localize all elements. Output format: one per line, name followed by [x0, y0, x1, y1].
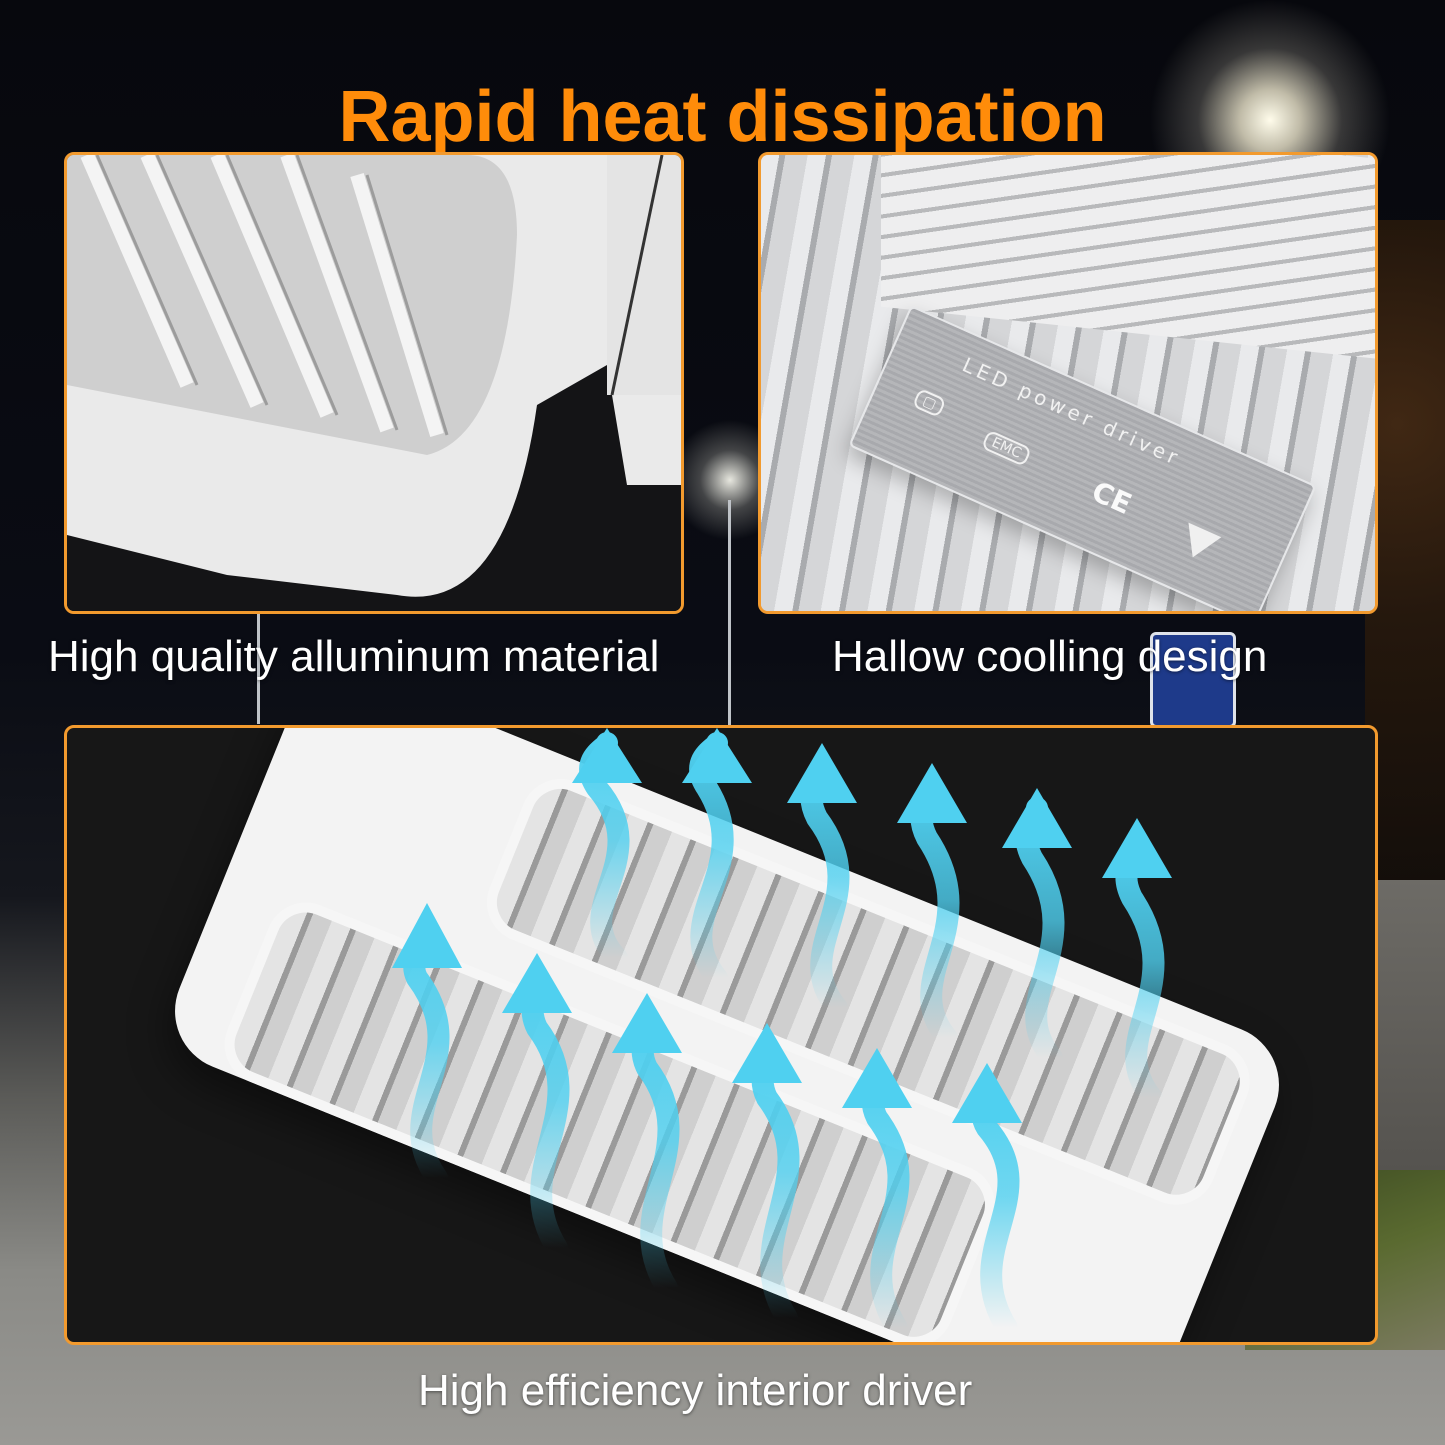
panel-interior-driver — [64, 725, 1378, 1345]
tree-foliage — [1365, 220, 1445, 900]
panel-cooling-design: LED power driver ▢ EMC CE — [758, 152, 1378, 614]
ce-mark: CE — [1086, 474, 1137, 521]
stone-wall — [1375, 880, 1445, 1170]
heat-sink-housing-image — [67, 155, 681, 611]
panel-aluminum-material — [64, 152, 684, 614]
page-title: Rapid heat dissipation — [338, 77, 1107, 158]
street-pole — [257, 614, 260, 724]
f-mark-triangle-icon — [1176, 522, 1222, 565]
double-insulation-icon: ▢ — [911, 387, 947, 419]
caption-interior-driver: High efficiency interior driver — [418, 1366, 973, 1415]
caption-cooling-design: Hallow coolling design — [832, 632, 1268, 681]
airflow-arrows — [392, 728, 1172, 1339]
caption-aluminum-material: High quality alluminum material — [48, 632, 660, 681]
street-pole — [728, 500, 731, 725]
emc-mark: EMC — [980, 429, 1032, 467]
